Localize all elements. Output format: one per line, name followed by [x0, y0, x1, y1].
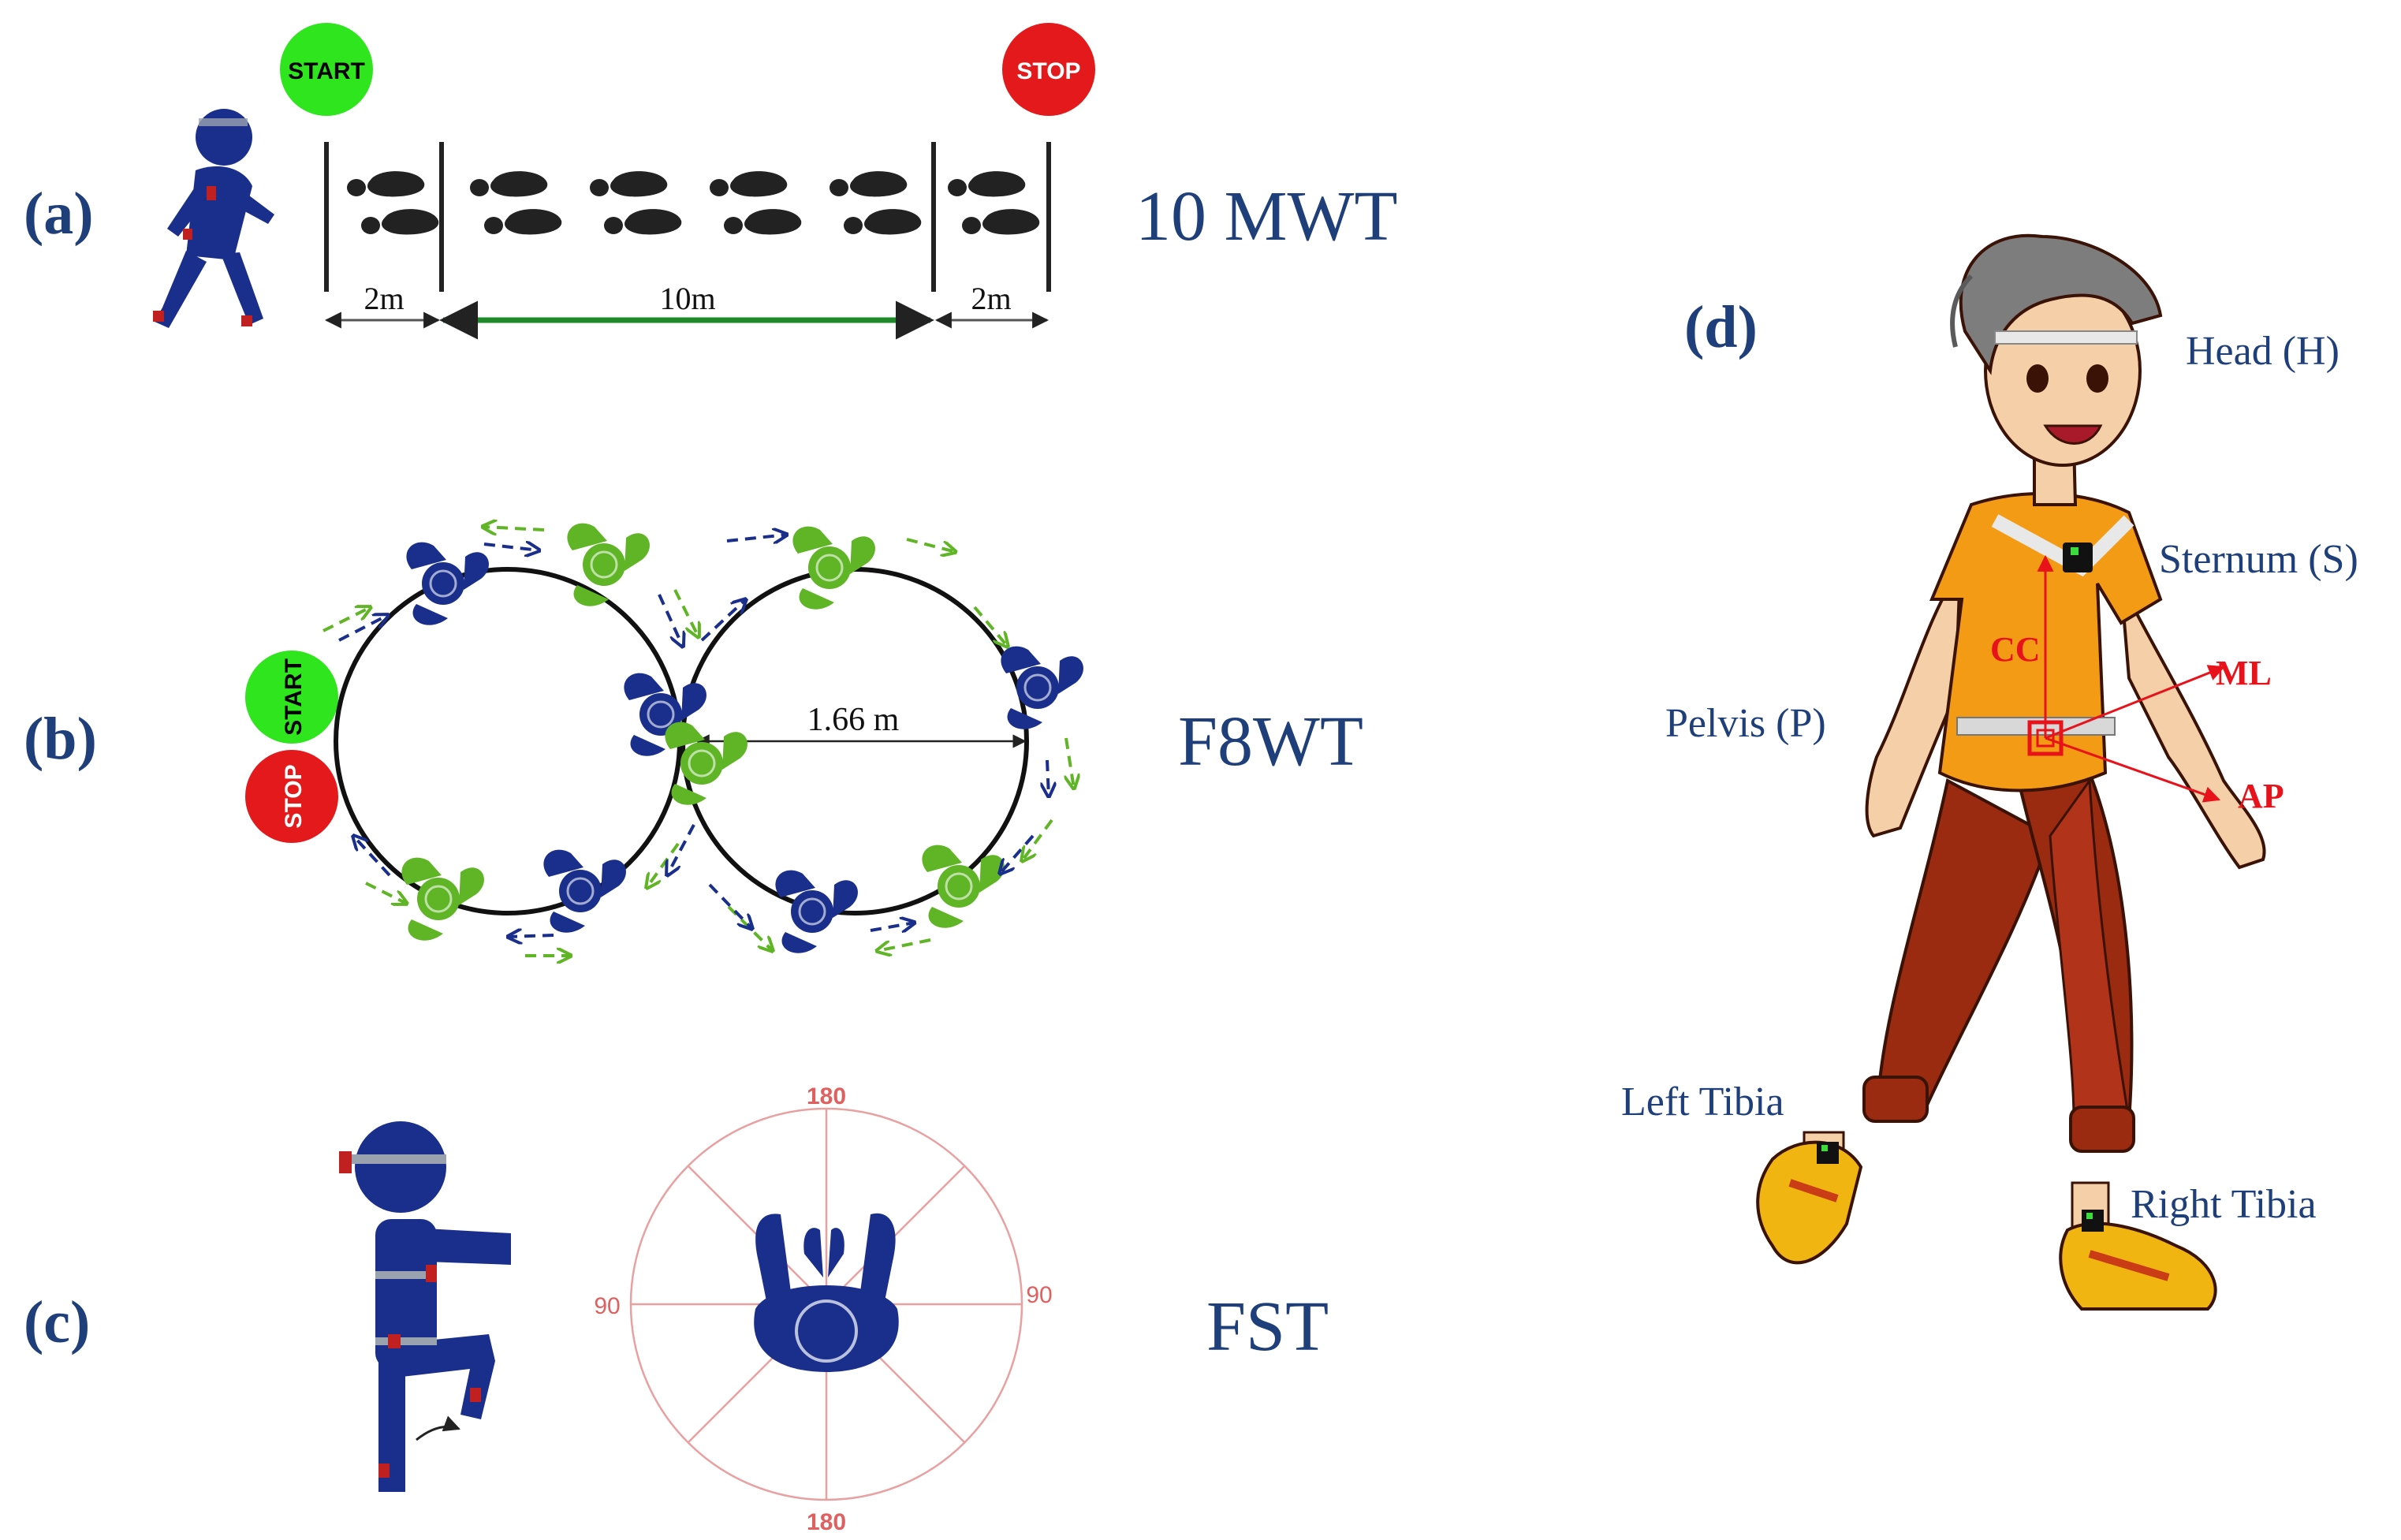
distance-label-start: 2m [364, 281, 404, 316]
panel-c: (c) 180 180 90 [24, 1083, 1329, 1535]
panel-b: (b) START STOP 1.66 m [24, 524, 1363, 956]
walking-person-icon [153, 109, 274, 328]
start-sign: START [245, 651, 338, 744]
walkers [400, 522, 1085, 955]
walking-woman-illustration [1756, 233, 2266, 1311]
person-top-view-icon [754, 1213, 899, 1372]
axis-label-ml: ML [2216, 654, 2272, 692]
standing-person-icon [339, 1121, 511, 1492]
panel-c-letter: (c) [24, 1289, 90, 1355]
angle-label-top: 180 [807, 1083, 846, 1109]
panel-a-title: 10 MWT [1135, 177, 1397, 255]
start-sign: START [280, 23, 373, 116]
start-sign-label: START [281, 658, 307, 736]
panel-b-title: F8WT [1178, 703, 1363, 781]
diameter-label: 1.66 m [807, 702, 900, 738]
sensor-label-head: Head (H) [2186, 329, 2339, 374]
angle-label-right: 90 [1026, 1282, 1052, 1308]
panel-a: (a) START STOP [24, 23, 1397, 340]
panel-b-letter: (b) [24, 706, 97, 772]
distance-label-main: 10m [659, 281, 715, 316]
stop-sign-label: STOP [281, 764, 307, 828]
axis-label-cc: CC [1990, 630, 2041, 669]
axis-label-ap: AP [2238, 777, 2284, 815]
stop-sign-label: STOP [1016, 58, 1080, 84]
panel-a-letter: (a) [24, 181, 94, 247]
sensor-label-right-tibia: Right Tibia [2131, 1182, 2317, 1227]
walkway-markers [324, 142, 1051, 292]
sensor-label-left-tibia: Left Tibia [1621, 1079, 1784, 1124]
panel-c-title: FST [1206, 1288, 1329, 1366]
angle-label-bottom: 180 [807, 1509, 846, 1535]
angle-label-left: 90 [594, 1293, 620, 1319]
start-sign-label: START [288, 58, 365, 84]
stop-sign: STOP [1002, 23, 1095, 116]
sternum-sensor [2063, 543, 2093, 572]
sensor-label-pelvis: Pelvis (P) [1665, 701, 1826, 746]
panel-d: (d) [1621, 233, 2358, 1311]
panel-d-letter: (d) [1684, 294, 1758, 360]
sensor-axes [2037, 554, 2225, 803]
distance-label-end: 2m [971, 281, 1011, 316]
direction-arrows [322, 527, 1074, 956]
stop-sign: STOP [245, 750, 338, 843]
sensor-label-sternum: Sternum (S) [2159, 537, 2358, 582]
left-loop [334, 567, 682, 915]
